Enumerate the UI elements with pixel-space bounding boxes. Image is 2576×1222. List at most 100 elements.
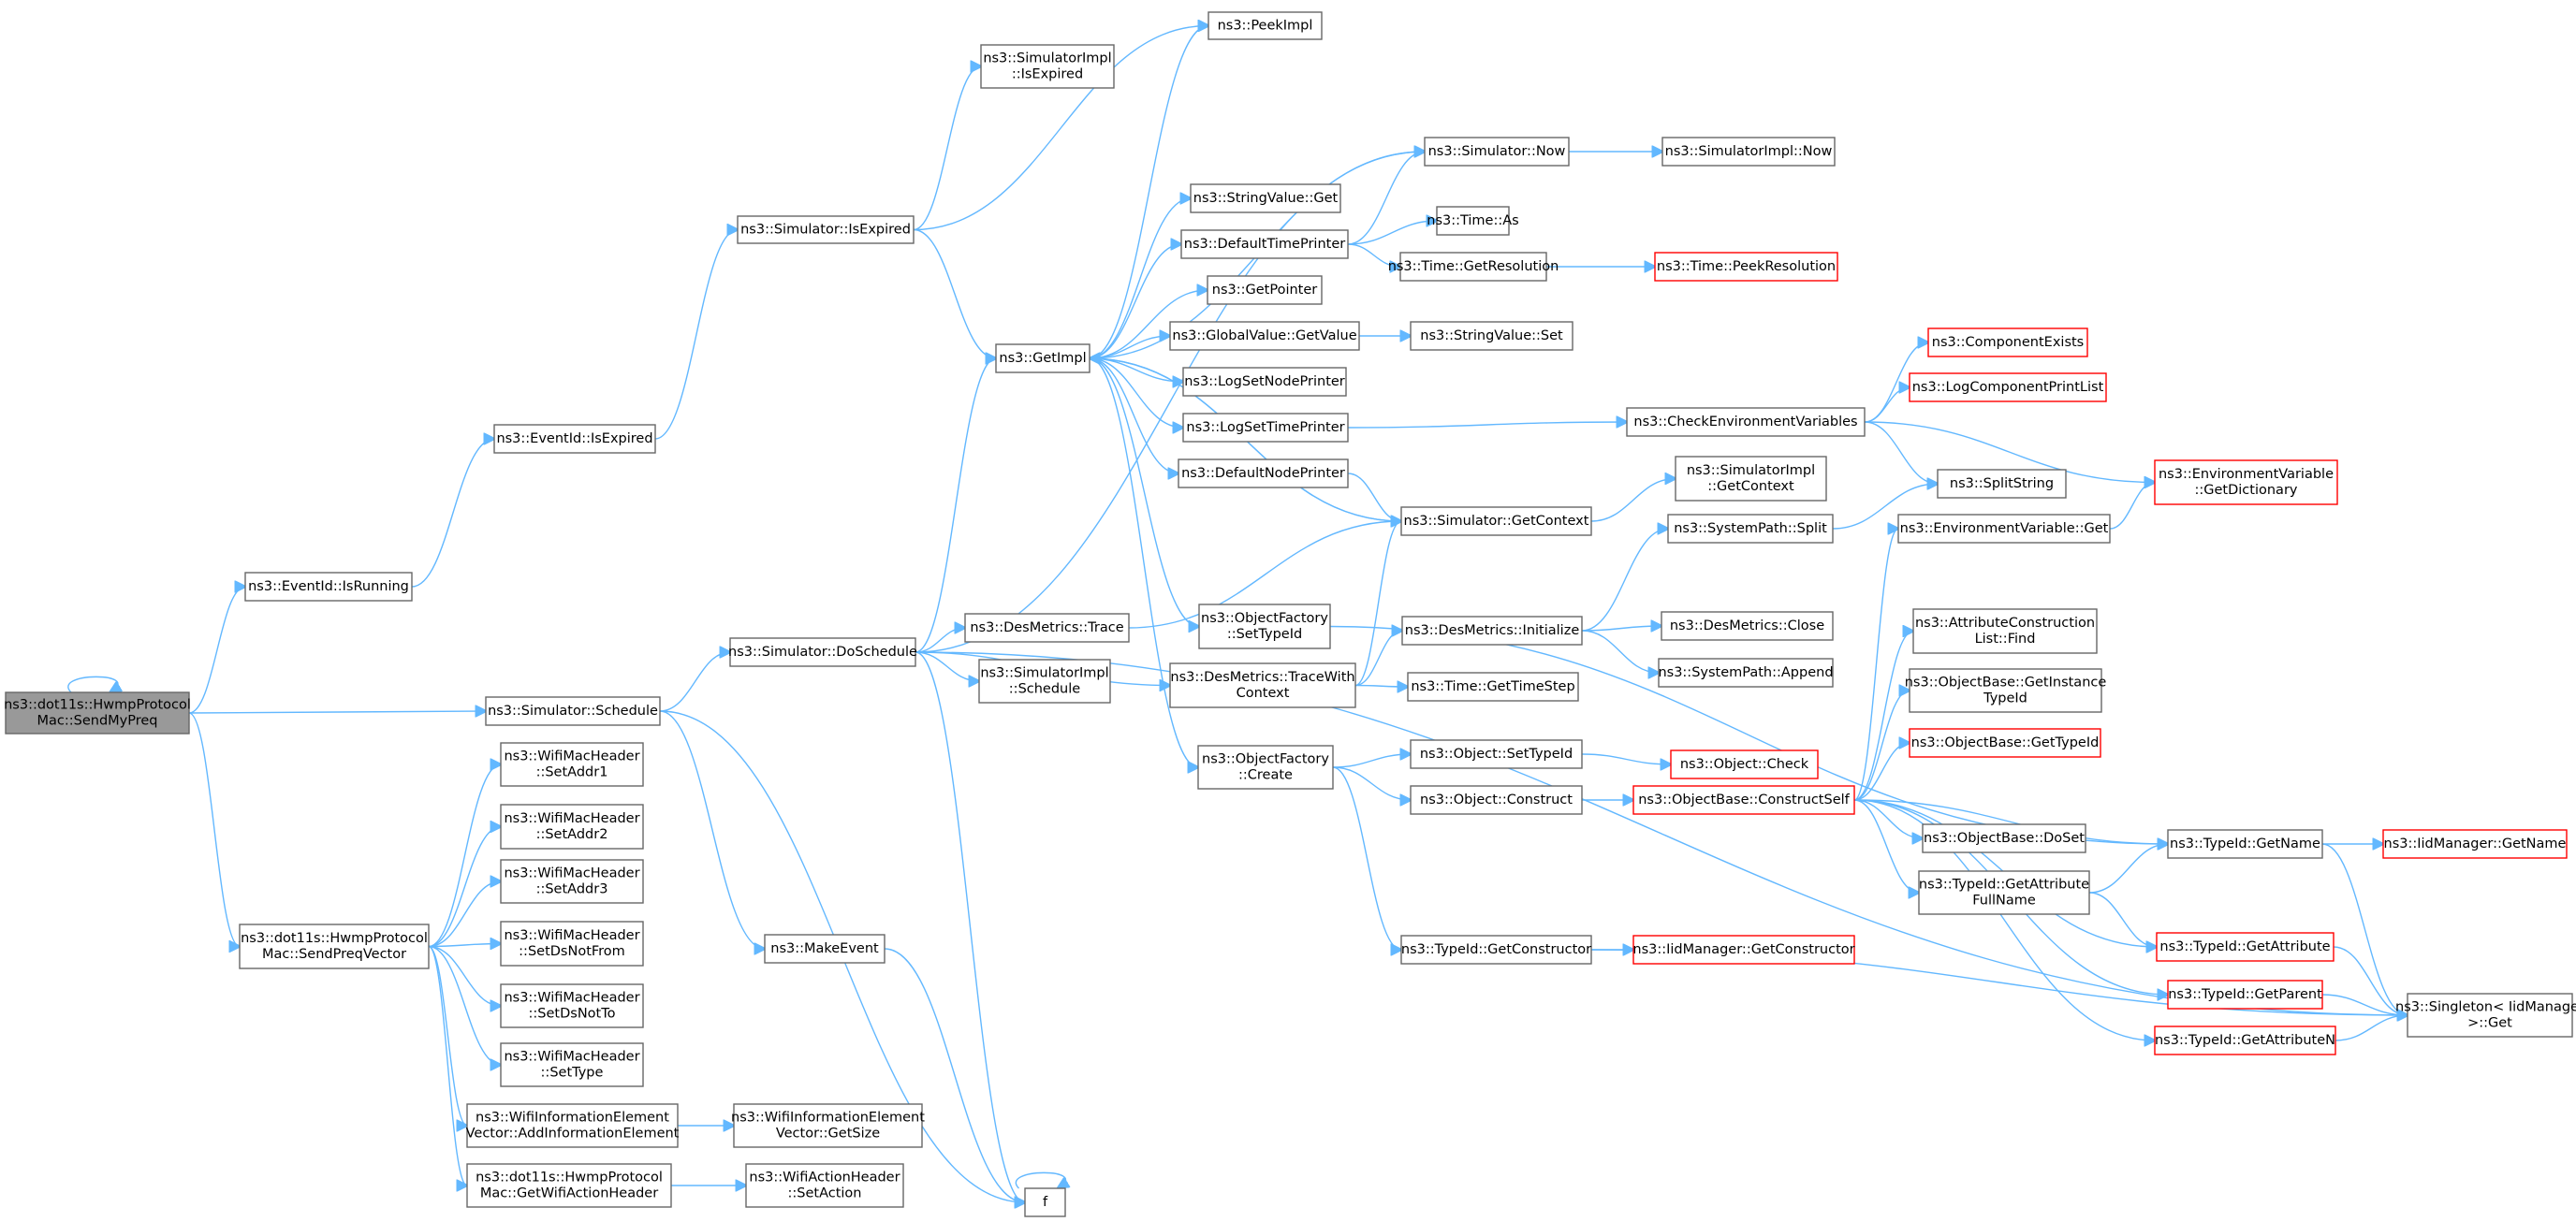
- function-node-compExists[interactable]: ns3::ComponentExists: [1927, 327, 2088, 357]
- function-node-setAddr3[interactable]: ns3::WifiMacHeader::SetAddr3: [500, 859, 644, 904]
- function-node-simNow[interactable]: ns3::Simulator::Now: [1424, 137, 1570, 167]
- function-node-sendPreqVector[interactable]: ns3::dot11s::HwmpProtocolMac::SendPreqVe…: [239, 924, 430, 969]
- function-node-tidGetCtor[interactable]: ns3::TypeId::GetConstructor: [1400, 935, 1592, 965]
- function-node-gvGetValue[interactable]: ns3::GlobalValue::GetValue: [1169, 321, 1360, 351]
- node-box: [1912, 608, 2098, 654]
- function-node-objCheck[interactable]: ns3::Object::Check: [1670, 749, 1819, 779]
- node-label: List::Find: [1975, 632, 2036, 647]
- function-node-envGet[interactable]: ns3::EnvironmentVariable::Get: [1897, 514, 2111, 544]
- function-node-getImpl[interactable]: ns3::GetImpl: [995, 343, 1090, 373]
- function-node-peekImpl[interactable]: ns3::PeekImpl: [1208, 11, 1323, 40]
- function-node-logSetTime[interactable]: ns3::LogSetTimePrinter: [1182, 413, 1349, 443]
- function-node-tidGetAttr[interactable]: ns3::TypeId::GetAttribute: [2156, 932, 2334, 962]
- function-node-timeGetStep[interactable]: ns3::Time::GetTimeStep: [1407, 672, 1579, 702]
- function-node-setAction[interactable]: ns3::WifiActionHeader::SetAction: [745, 1163, 904, 1208]
- node-box: [1169, 662, 1356, 708]
- function-node-singletonGet[interactable]: ns3::Singleton< IidManager>::Get: [2395, 993, 2576, 1038]
- function-node-objSetTid[interactable]: ns3::Object::SetTypeId: [1410, 739, 1583, 769]
- node-label: ns3::DesMetrics::Close: [1670, 618, 1824, 633]
- edge-tidGetName-to-singletonGet: [2321, 843, 2408, 1015]
- function-node-objBaseGetTid[interactable]: ns3::ObjectBase::GetTypeId: [1909, 728, 2101, 758]
- edge-simDoSchedule-to-getImpl: [915, 358, 996, 653]
- function-node-f[interactable]: f: [1024, 1187, 1066, 1217]
- node-label: ns3::EventId::IsExpired: [496, 431, 652, 446]
- function-node-simGetCtx[interactable]: ns3::Simulator::GetContext: [1400, 506, 1592, 536]
- function-node-envGetDict[interactable]: ns3::EnvironmentVariable::GetDictionary: [2154, 459, 2338, 505]
- node-label: ns3::DefaultNodePrinter: [1181, 466, 1345, 481]
- function-node-addInfoElem[interactable]: ns3::WifiInformationElementVector::AddIn…: [466, 1103, 680, 1148]
- node-label: ns3::WifiActionHeader: [749, 1171, 900, 1186]
- edge-defTimePrinter-to-timeAs: [1347, 221, 1437, 245]
- function-node-tidGetAttrN[interactable]: ns3::TypeId::GetAttributeN: [2154, 1026, 2336, 1055]
- node-box: [244, 572, 413, 602]
- function-node-simSchedule[interactable]: ns3::Simulator::Schedule: [485, 696, 661, 726]
- edge-checkEnv-to-logCompPrint: [1864, 387, 1910, 423]
- node-box: [1632, 935, 1855, 965]
- function-node-objConstruct[interactable]: ns3::Object::Construct: [1410, 785, 1583, 815]
- function-node-simDoSchedule[interactable]: ns3::Simulator::DoSchedule: [728, 637, 917, 667]
- function-node-checkEnv[interactable]: ns3::CheckEnvironmentVariables: [1626, 407, 1866, 437]
- node-box: [978, 659, 1111, 704]
- node-box: [1658, 658, 1834, 688]
- function-node-objBaseDoSet[interactable]: ns3::ObjectBase::DoSet: [1922, 823, 2086, 853]
- function-node-objFactSetTid[interactable]: ns3::ObjectFactory::SetTypeId: [1198, 604, 1331, 649]
- node-label: ns3::GlobalValue::GetValue: [1172, 328, 1356, 343]
- function-node-strValGet[interactable]: ns3::StringValue::Get: [1190, 183, 1341, 213]
- function-node-tidGetName[interactable]: ns3::TypeId::GetName: [2167, 829, 2323, 859]
- function-node-objBaseConstruct[interactable]: ns3::ObjectBase::ConstructSelf: [1632, 785, 1855, 815]
- function-node-simImplIsExpired[interactable]: ns3::SimulatorImpl::IsExpired: [980, 44, 1115, 89]
- function-node-defTimePrinter[interactable]: ns3::DefaultTimePrinter: [1180, 229, 1349, 259]
- function-node-timeGetRes[interactable]: ns3::Time::GetResolution: [1388, 252, 1559, 282]
- function-node-logCompPrint[interactable]: ns3::LogComponentPrintList: [1909, 372, 2107, 402]
- function-node-timeAs[interactable]: ns3::Time::As: [1427, 206, 1519, 236]
- function-node-infoElemGetSize[interactable]: ns3::WifiInformationElementVector::GetSi…: [731, 1103, 925, 1148]
- function-node-strValSet[interactable]: ns3::StringValue::Set: [1410, 321, 1573, 351]
- function-node-splitString[interactable]: ns3::SplitString: [1937, 469, 2067, 499]
- function-node-iidGetName[interactable]: ns3::IidManager::GetName: [2382, 829, 2568, 859]
- function-node-desInit[interactable]: ns3::DesMetrics::Initialize: [1401, 616, 1583, 646]
- edge-getImpl-to-objFactCreate: [1089, 357, 1198, 767]
- node-box: [1182, 367, 1347, 397]
- function-node-getPointer[interactable]: ns3::GetPointer: [1207, 275, 1323, 305]
- function-node-simIsExpired[interactable]: ns3::Simulator::IsExpired: [737, 215, 915, 244]
- function-node-setDsNotTo[interactable]: ns3::WifiMacHeader::SetDsNotTo: [500, 983, 644, 1028]
- function-node-evRunning[interactable]: ns3::EventId::IsRunning: [244, 572, 413, 602]
- function-node-setDsNotFrom[interactable]: ns3::WifiMacHeader::SetDsNotFrom: [500, 921, 644, 967]
- node-label: ns3::ObjectBase::ConstructSelf: [1638, 793, 1850, 807]
- function-node-simImplSchedule[interactable]: ns3::SimulatorImpl::Schedule: [978, 659, 1111, 704]
- function-node-timePeekRes[interactable]: ns3::Time::PeekResolution: [1654, 252, 1838, 282]
- edge-objBaseConstruct-to-tidGetName: [1853, 799, 2168, 844]
- function-node-simImplGetCtx[interactable]: ns3::SimulatorImpl::GetContext: [1675, 456, 1827, 502]
- node-box: [1169, 321, 1360, 351]
- function-node-getWifiActHdr[interactable]: ns3::dot11s::HwmpProtocolMac::GetWifiAct…: [466, 1163, 672, 1208]
- function-node-desClose[interactable]: ns3::DesMetrics::Close: [1661, 611, 1834, 641]
- function-node-objFactCreate[interactable]: ns3::ObjectFactory::Create: [1197, 745, 1334, 790]
- function-node-desTrace[interactable]: ns3::DesMetrics::Trace: [964, 613, 1130, 643]
- function-node-setAddr2[interactable]: ns3::WifiMacHeader::SetAddr2: [500, 804, 644, 850]
- node-label: ns3::ObjectBase::GetTypeId: [1911, 735, 2100, 750]
- function-node-evExpired[interactable]: ns3::EventId::IsExpired: [493, 424, 656, 454]
- node-label: Mac::GetWifiActionHeader: [480, 1186, 658, 1201]
- node-label: Vector::AddInformationElement: [466, 1127, 680, 1142]
- edge-simSchedule-to-makeEvent: [659, 710, 765, 949]
- node-box: [239, 924, 430, 969]
- edge-objBaseConstruct-to-tidGetAttrN: [1853, 799, 2155, 1040]
- function-node-logSetNode[interactable]: ns3::LogSetNodePrinter: [1182, 367, 1347, 397]
- function-node-makeEvent[interactable]: ns3::MakeEvent: [764, 934, 886, 964]
- edge-desInit-to-sysPathAppend: [1581, 630, 1659, 673]
- function-node-tidGetParent[interactable]: ns3::TypeId::GetParent: [2167, 980, 2323, 1010]
- function-node-sysPathAppend[interactable]: ns3::SystemPath::Append: [1658, 658, 1834, 688]
- function-node-setAddr1[interactable]: ns3::WifiMacHeader::SetAddr1: [500, 742, 644, 787]
- function-node-sysPathSplit[interactable]: ns3::SystemPath::Split: [1667, 514, 1834, 544]
- function-node-setType[interactable]: ns3::WifiMacHeader::SetType: [500, 1042, 644, 1087]
- function-node-defNodePrinter[interactable]: ns3::DefaultNodePrinter: [1178, 458, 1349, 488]
- node-label: ns3::LogSetNodePrinter: [1184, 374, 1345, 389]
- edge-defTimePrinter-to-timeGetRes: [1347, 243, 1400, 267]
- function-node-iidGetCtor[interactable]: ns3::IidManager::GetConstructor: [1632, 935, 1855, 965]
- function-node-simImplNow[interactable]: ns3::SimulatorImpl::Now: [1661, 137, 1836, 167]
